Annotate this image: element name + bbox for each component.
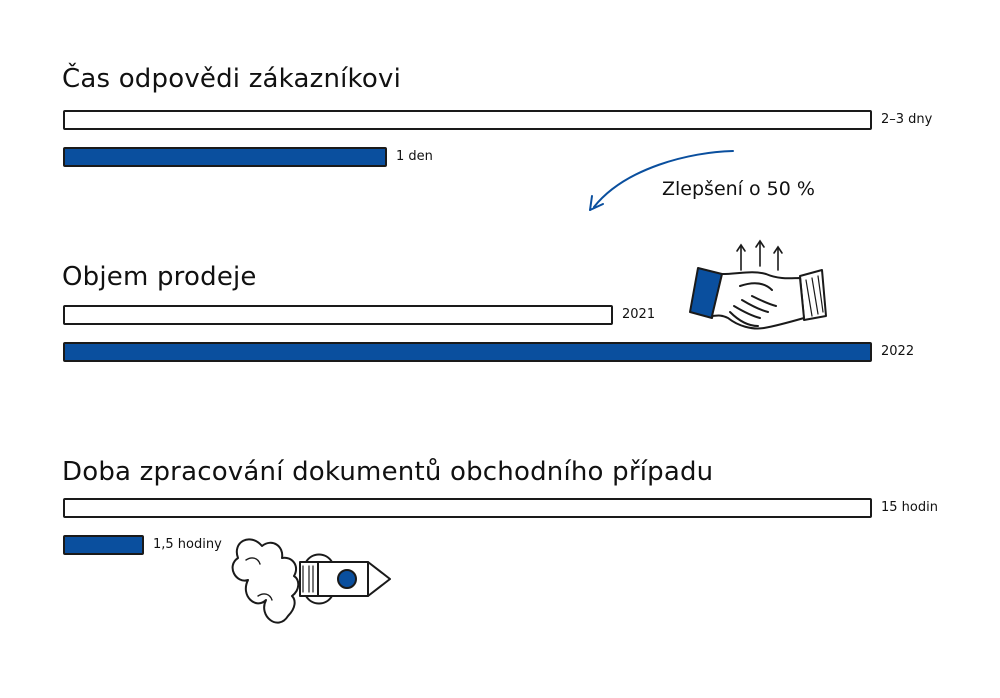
curved-arrow-icon (589, 150, 734, 211)
bar-response-after (63, 147, 387, 167)
bar-label-response-before: 2–3 dny (881, 112, 933, 127)
bar-response-before (63, 110, 872, 130)
bar-label-response-after: 1 den (396, 149, 433, 164)
bar-label-processing-after: 1,5 hodiny (153, 537, 222, 552)
rocket-icon (231, 538, 391, 624)
bar-processing-after (63, 535, 144, 555)
handshake-icon (689, 267, 827, 330)
bar-sales-2022 (63, 342, 872, 362)
bar-label-sales-2021: 2021 (622, 307, 656, 322)
improvement-callout: Zlepšení o 50 % (662, 178, 815, 200)
bar-sales-2021 (63, 305, 613, 325)
bar-processing-before (63, 498, 872, 518)
section-title-response-time: Čas odpovědi zákazníkovi (62, 64, 402, 94)
section-title-document-processing: Doba zpracování dokumentů obchodního pří… (62, 457, 714, 487)
growth-arrows-icon (736, 239, 783, 271)
bar-label-sales-2022: 2022 (881, 344, 915, 359)
bar-label-processing-before: 15 hodin (881, 500, 938, 515)
section-title-sales-volume: Objem prodeje (62, 262, 257, 292)
